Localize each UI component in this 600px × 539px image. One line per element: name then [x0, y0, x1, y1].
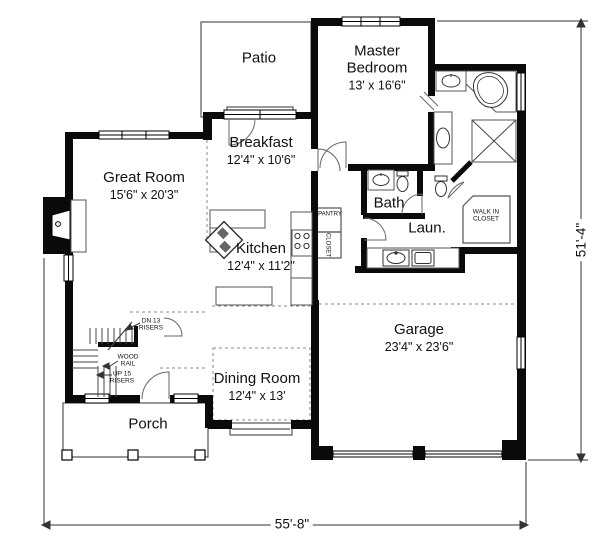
porch-posts: [61, 449, 206, 461]
room-label-kitchen: Kitchen 12'4" x 11'2": [227, 240, 295, 273]
great-room-side-window: [63, 254, 74, 282]
overall-height-dimension: 51'-4": [573, 218, 589, 262]
dashed-lines: [130, 140, 516, 421]
door-swings: [141, 91, 465, 400]
front-door-swing: [141, 371, 170, 400]
stair-wall: [98, 342, 138, 347]
closet-label: CLOSET: [324, 232, 331, 258]
fireplace-icon: [51, 199, 87, 253]
dn-risers-label: DN 13 RISERS: [138, 317, 164, 332]
bath-door-swing: [401, 193, 423, 215]
pantry-label: PANTRY: [318, 211, 342, 218]
overall-width-dimension: 55'-8": [270, 516, 314, 532]
porch-window-right: [173, 393, 199, 404]
room-label-great-room: Great Room 15'6" x 20'3": [103, 169, 185, 202]
room-label-bath: Bath: [373, 194, 405, 212]
room-label-breakfast: Breakfast 12'4" x 10'6": [226, 134, 296, 167]
breakfast-patio-door: [223, 109, 297, 120]
room-label-dining-room: Dining Room 12'4" x 13': [213, 370, 301, 403]
garage-door-right: [424, 450, 503, 458]
master-vanity-top: [435, 70, 467, 92]
room-label-porch: Porch: [128, 415, 168, 433]
walk-in-closet-outline: [462, 195, 511, 244]
stairs-icon: [72, 321, 133, 397]
windows: [63, 16, 526, 458]
basement-door-swing: [163, 317, 183, 337]
wood-rail-label: WOOD RAIL: [117, 353, 139, 368]
hall-door-swing: [317, 148, 341, 172]
water-closet-toilet-icon: [434, 175, 448, 197]
stair-label-arrows: [95, 322, 141, 379]
master-vanity-side: [433, 111, 453, 165]
stair-wall: [134, 326, 138, 347]
laundry-sink-icon: [382, 249, 410, 267]
garage-window: [516, 336, 526, 370]
washer-icon: [411, 249, 435, 267]
bath-toilet-icon: [396, 170, 409, 192]
great-room-window: [98, 130, 170, 140]
tub-window: [516, 72, 526, 112]
patio-outline: [200, 21, 312, 118]
porch-window-left: [84, 393, 110, 404]
master-bedroom-window: [341, 16, 401, 27]
kitchen-sink-icon: [204, 220, 244, 260]
shower-angled-wall: [450, 160, 473, 183]
walk-in-closet-label: WALK IN CLOSET: [472, 208, 500, 223]
master-door-swing: [319, 141, 347, 169]
room-label-garage: Garage 23'4" x 23'6": [384, 321, 454, 354]
bath-sink-icon: [367, 169, 395, 191]
up-risers-label: UP 15 RISERS: [109, 370, 135, 385]
room-label-patio: Patio: [241, 49, 277, 67]
patio-door-swing: [228, 118, 256, 146]
room-label-laundry: Laun.: [408, 219, 446, 237]
range-icon: [291, 229, 313, 257]
master-bath-door-leaf: [419, 95, 435, 111]
closet-door-swing: [447, 181, 465, 199]
garage-door-left: [332, 450, 414, 458]
room-label-master-bedroom: Master Bedroom 13' x 16'6": [346, 42, 408, 93]
shower-icon: [471, 119, 517, 163]
laundry-door-swing: [363, 217, 387, 241]
corner-tub-icon: [465, 70, 517, 113]
